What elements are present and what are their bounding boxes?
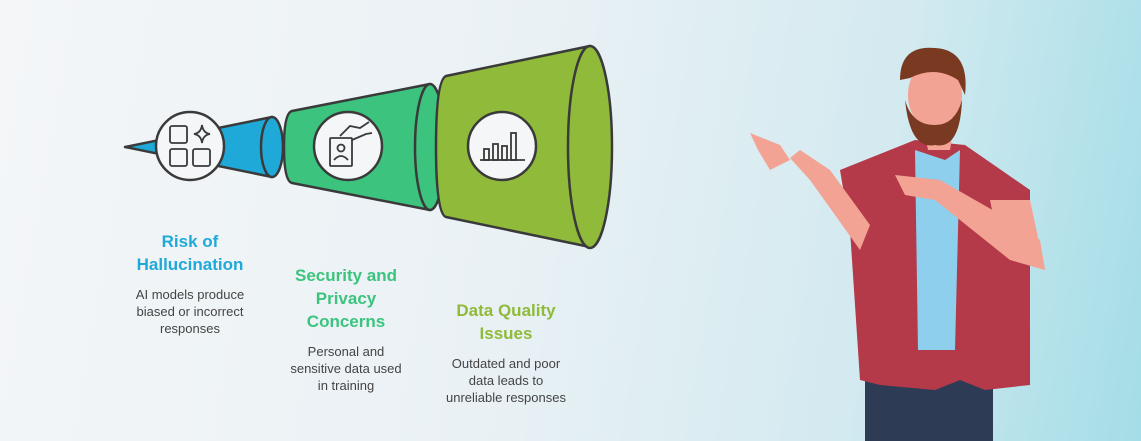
bar-chart-icon [480, 132, 525, 161]
stage-hallucination: Risk of Hallucination AI models produce … [136, 230, 244, 337]
presenter-illustration [750, 47, 1045, 441]
icon-circle-security [312, 110, 384, 182]
title-line: Data Quality [456, 301, 556, 320]
stage-title: Risk of Hallucination [136, 230, 244, 276]
desc-line: sensitive data used [290, 361, 402, 376]
stage-description: Outdated and poor data leads to unreliab… [446, 355, 566, 406]
title-line: Issues [479, 324, 533, 343]
desc-line: data leads to [468, 373, 544, 388]
desc-line: unreliable responses [446, 390, 566, 405]
apps-sparkle-icon [169, 124, 211, 167]
stage-data-quality: Data Quality Issues Outdated and poor da… [446, 299, 566, 406]
desc-line: Personal and [307, 344, 385, 359]
stage-security: Security and Privacy Concerns Personal a… [290, 264, 401, 394]
desc-line: in training [317, 378, 375, 393]
title-line: Concerns [306, 312, 386, 331]
desc-line: Outdated and poor [451, 356, 561, 371]
desc-line: AI models produce [135, 287, 245, 302]
title-line: Privacy [315, 289, 377, 308]
stage-description: Personal and sensitive data used in trai… [290, 343, 401, 394]
stage-title: Data Quality Issues [446, 299, 566, 345]
stage-description: AI models produce biased or incorrect re… [136, 286, 244, 337]
icon-circle-hallucination [154, 110, 226, 182]
stage-title: Security and Privacy Concerns [290, 264, 401, 333]
id-card-hand-icon [329, 121, 373, 167]
title-line: Hallucination [136, 255, 244, 274]
desc-line: responses [160, 321, 220, 336]
desc-line: biased or incorrect [136, 304, 244, 319]
title-line: Security and [294, 266, 398, 285]
title-line: Risk of [161, 232, 219, 251]
